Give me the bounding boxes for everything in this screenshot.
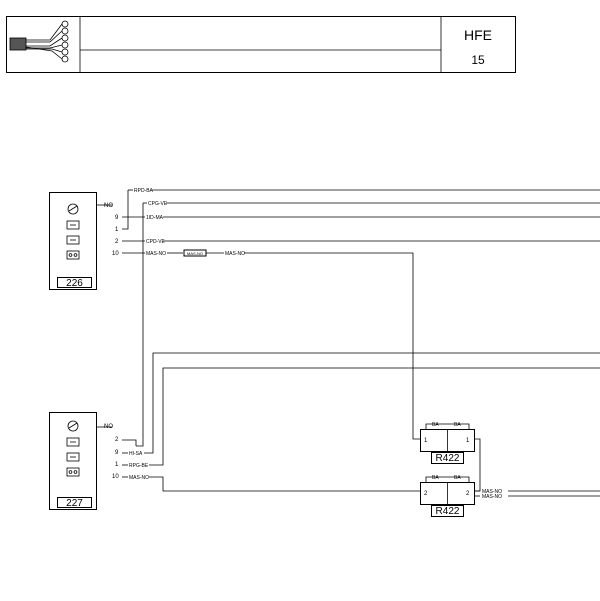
wire-rpg-be	[149, 367, 600, 466]
pin-226-no: NO	[104, 203, 113, 209]
wire-label-mas-no-227: MAS-NO	[129, 475, 149, 481]
relay-r422-top-left-pin: 1	[424, 438, 428, 444]
component-227: 227 NO 2 9 1 10	[49, 412, 119, 510]
relay-r422-top-right-pin: 1	[466, 438, 470, 444]
pin-226-2: 2	[115, 239, 119, 245]
pin-227-10: 10	[112, 474, 119, 480]
relay-r422-bottom-label: R422	[436, 506, 460, 517]
relay-r422-top-label-box	[431, 452, 464, 464]
component-226: 226 NO 9 1 2 10	[49, 192, 119, 290]
wire-label-mas-no-out2: MAS-NO	[482, 494, 502, 500]
pin-227-2: 2	[115, 437, 119, 443]
component-227-frame	[49, 412, 97, 510]
component-227-label-box	[57, 497, 92, 508]
wires-227	[96, 352, 600, 492]
relay-r422-bottom-label-box	[431, 505, 464, 517]
header-block: HFE 15	[6, 16, 516, 73]
lock-switch-icon	[66, 220, 80, 230]
relay-r422-top-label: R422	[436, 453, 460, 464]
header-number: 15	[471, 53, 485, 67]
pin-226-10: 10	[112, 251, 119, 257]
pin-226-9: 9	[115, 215, 119, 221]
wire-mas-no-to-r422	[244, 252, 420, 440]
component-227-label: 227	[66, 498, 83, 509]
header-frame	[6, 16, 516, 73]
lock-switch-icon	[66, 235, 80, 245]
wire-hi-sa	[144, 352, 600, 454]
lock-switch-icon	[66, 452, 80, 462]
relay-r422-bottom-right-wire: BA	[454, 475, 461, 481]
relay-r422-bottom-left-pin: 2	[424, 491, 428, 497]
contact-icon	[66, 467, 80, 477]
relay-r422-top-right-wire: BA	[454, 422, 461, 428]
lock-motor-icon	[67, 203, 79, 215]
wire-mas-no-227	[149, 476, 420, 492]
relay-r422-bottom-right-pin: 2	[466, 491, 470, 497]
pin-226-1: 1	[115, 227, 119, 233]
wire-227-pin2	[122, 439, 137, 446]
relay-r422-top-left-wire: BA	[432, 422, 439, 428]
pin-227-1: 1	[115, 462, 119, 468]
wire-label-cpd-ve: CPD-VE	[146, 239, 166, 245]
wire-label-mas-no: MAS-NO	[146, 251, 166, 257]
component-226-frame	[49, 192, 97, 290]
wires-226: MAS-NO	[96, 189, 600, 447]
wire-label-hi-sa: HI-SA	[129, 451, 143, 457]
component-226-label: 226	[66, 278, 83, 289]
wire-226-loop	[122, 216, 129, 230]
contact-icon	[66, 250, 80, 260]
wire-label-id-ma: 1ID-MA	[146, 215, 164, 221]
wire-label-rpg-be: RPG-BE	[129, 463, 149, 469]
lock-switch-icon	[66, 437, 80, 447]
lock-motor-icon	[67, 420, 79, 432]
pin-227-9: 9	[115, 450, 119, 456]
wire-label-mas-no-2: MAS-NO	[225, 251, 245, 257]
relay-r422-bottom-left-wire: BA	[432, 475, 439, 481]
inline-connector-label: MAS-NO	[187, 251, 203, 256]
relay-r422-top: BA BA 1 1 R422	[420, 422, 475, 464]
relay-r422-bottom: BA BA 2 2 R422	[420, 475, 475, 517]
header-code: HFE	[464, 27, 492, 43]
wires-r422-out	[474, 438, 600, 497]
wire-cpg-ve-drop	[136, 203, 144, 447]
harness-connector-icon	[9, 20, 69, 63]
wire-label-cpg-ve: CPG-VE	[148, 201, 168, 207]
wire-label-rpd-ba: RPD-BA	[134, 188, 154, 194]
wire-label-mas-no-out1: MAS-NO	[482, 489, 502, 495]
component-226-label-box	[57, 277, 92, 288]
